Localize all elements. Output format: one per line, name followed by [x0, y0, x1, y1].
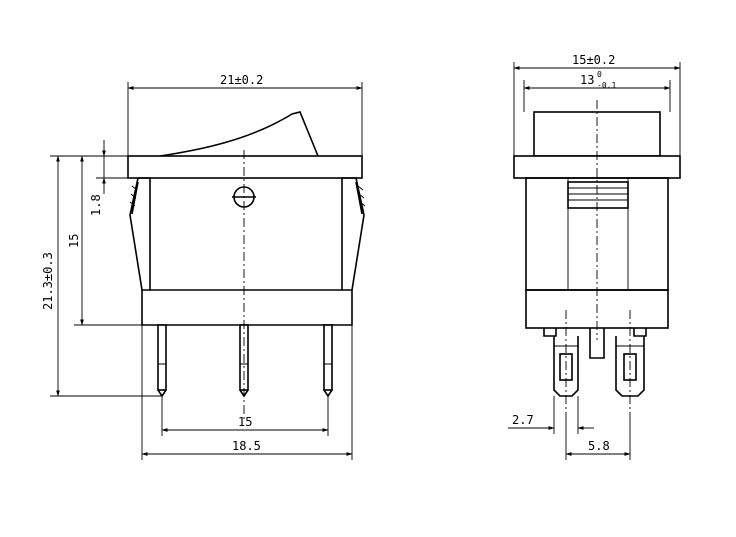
dim-front-pin-pitch: 15	[238, 415, 252, 429]
front-base	[141, 290, 353, 326]
side-terminal-block	[543, 328, 647, 337]
terminal-left	[157, 324, 167, 391]
front-terminals	[157, 324, 333, 398]
front-body	[138, 177, 356, 291]
side-ribs	[567, 181, 629, 209]
front-flange	[127, 155, 363, 179]
side-view: 15±0.2 13 0 -0.1 2.7 5.8	[508, 53, 681, 460]
dim-side-pin-spacing: 5.8	[588, 439, 610, 453]
side-center-rib	[589, 328, 605, 359]
left-latch	[129, 177, 150, 291]
right-latch	[342, 177, 365, 291]
front-view: 21±0.2 21.3±0.3 15 1.8 15 18.5	[41, 73, 366, 460]
dim-side-inner-main: 13	[580, 73, 594, 87]
dim-side-width-top: 15±0.2	[572, 53, 615, 67]
dim-front-flange: 1.8	[89, 194, 103, 216]
rocker-actuator	[159, 111, 319, 157]
dim-side-inner-tol-lower: -0.1	[597, 81, 616, 90]
dim-front-width-bottom: 18.5	[232, 439, 261, 453]
dim-front-width-top: 21±0.2	[220, 73, 263, 87]
dim-side-pin-width: 2.7	[512, 413, 534, 427]
dim-side-inner-tol-upper: 0	[597, 70, 602, 79]
dim-front-height-total: 21.3±0.3	[41, 252, 55, 310]
terminal-right	[323, 324, 333, 391]
dim-front-height-body: 15	[67, 234, 81, 248]
